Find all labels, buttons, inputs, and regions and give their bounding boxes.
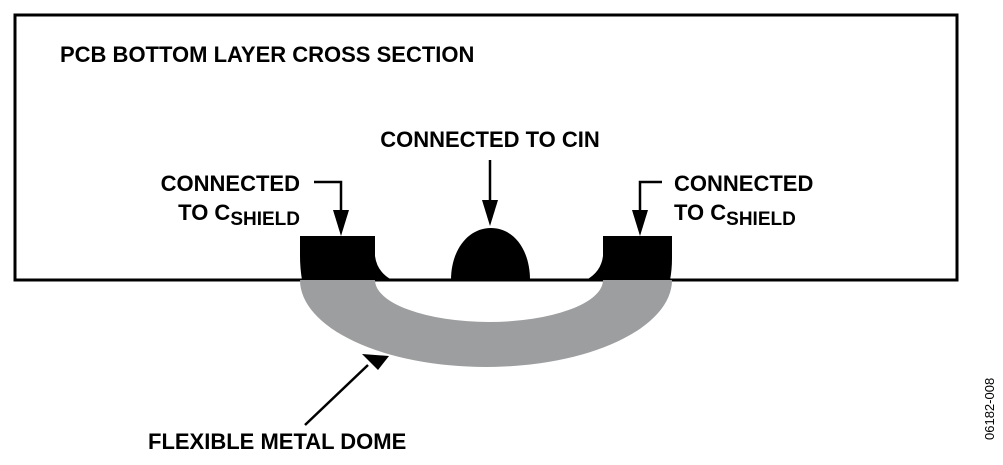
right-pad-label-line1: CONNECTED [674,171,813,196]
left-pad-label-prefix: TO C [178,200,230,225]
figure-id: 06182-008 [982,378,997,440]
flexible-metal-dome [300,280,672,367]
dome-arrow-head [362,354,389,370]
center-pad-label: CONNECTED TO CIN [380,127,600,152]
dome-label: FLEXIBLE METAL DOME [148,429,406,454]
right-arrow-head [632,210,648,236]
left-arrow-head [333,210,349,236]
left-pad-label-line2: TO CSHIELD [178,200,300,230]
center-cin-pad [451,228,530,280]
left-shield-pad [300,236,392,280]
right-pad-label-line2: TO CSHIELD [674,200,796,230]
center-arrow-head [482,200,498,226]
left-arrow-line [314,180,343,212]
dome-arrow-line [304,364,369,426]
right-pad-label-subscript: SHIELD [726,209,796,230]
left-pad-label-line1: CONNECTED [161,171,300,196]
right-arrow-line [638,180,662,212]
left-pad-label-subscript: SHIELD [230,209,300,230]
right-shield-pad [586,236,672,280]
right-pad-label-prefix: TO C [674,200,726,225]
diagram-title: PCB BOTTOM LAYER CROSS SECTION [60,42,474,67]
